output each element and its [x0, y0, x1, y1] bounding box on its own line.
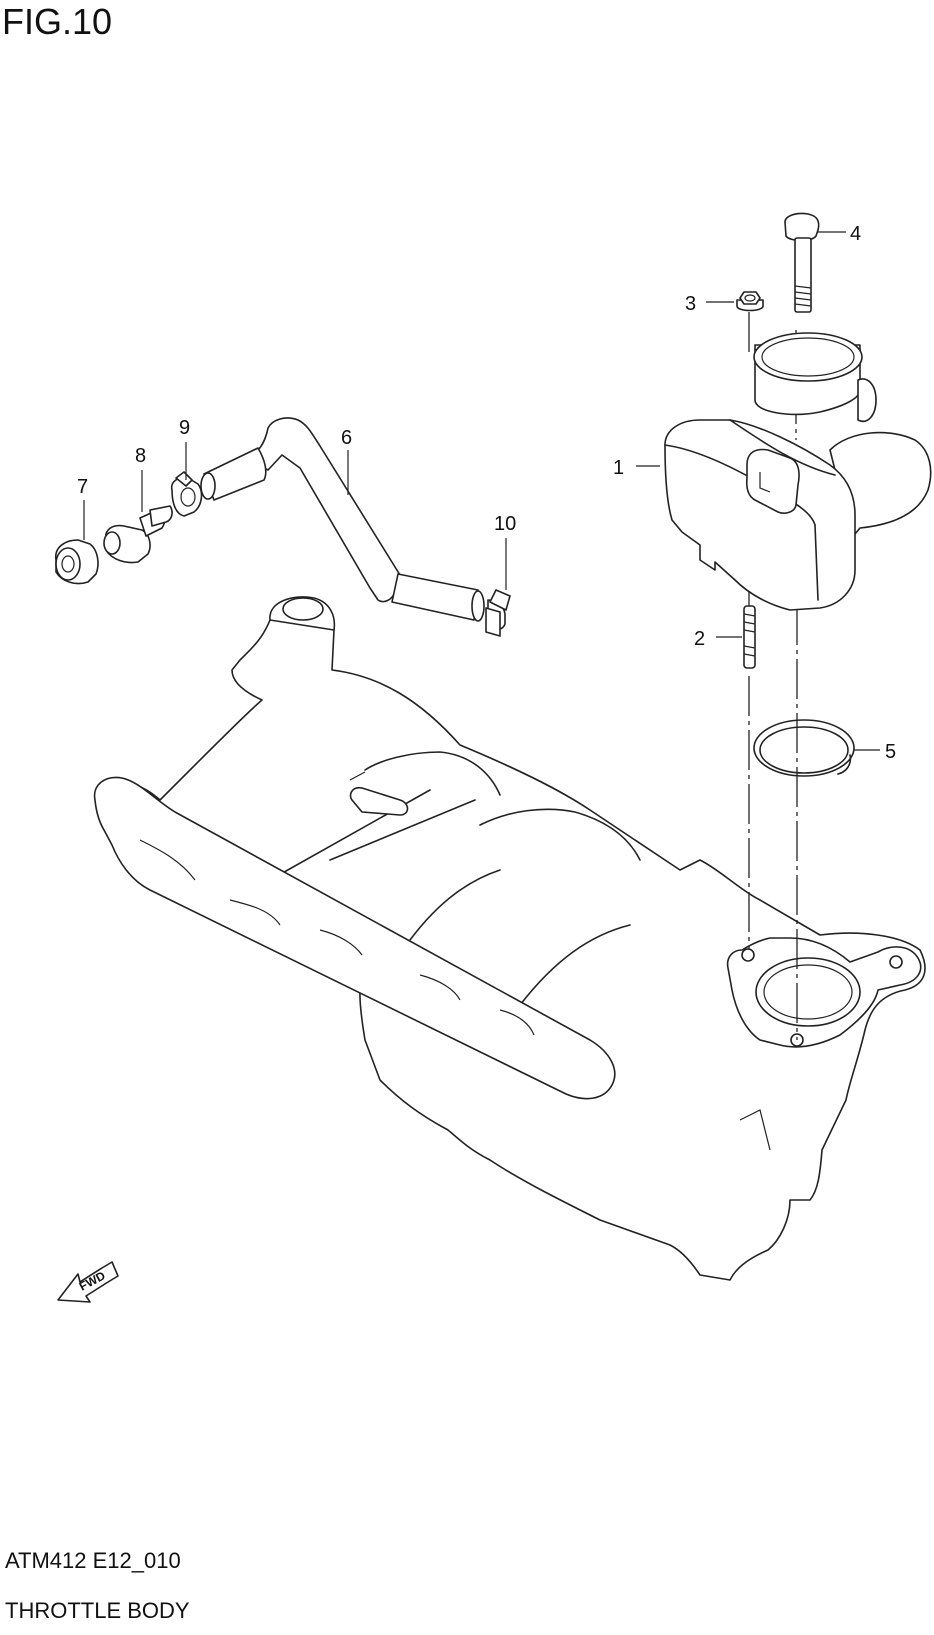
- callout-number: 5: [885, 741, 896, 763]
- callout-number: 2: [694, 628, 705, 650]
- callout-number: 1: [613, 457, 624, 479]
- hose-clamp-9: [170, 471, 203, 517]
- callout-10: 10: [494, 513, 516, 590]
- hose-clamp-10: [485, 589, 511, 637]
- bolt: [784, 212, 820, 313]
- intake-manifold: [93, 596, 926, 1281]
- callout-number: 4: [850, 223, 861, 245]
- nut: [736, 291, 764, 312]
- callout-6: 6: [341, 427, 352, 495]
- callout-9: 9: [179, 417, 190, 480]
- cap: [54, 539, 99, 585]
- fitting: [103, 505, 173, 564]
- callout-number: 9: [179, 417, 190, 439]
- callout-4: 4: [818, 223, 861, 245]
- callout-number: 8: [135, 445, 146, 467]
- callout-7: 7: [77, 476, 88, 540]
- hose: [200, 417, 485, 622]
- gasket: [753, 719, 855, 777]
- figure-name: THROTTLE BODY: [5, 1598, 190, 1623]
- callout-5: 5: [854, 741, 896, 763]
- forward-arrow-icon: FWD: [57, 1261, 119, 1303]
- callout-number: 3: [685, 293, 696, 315]
- figure-code: ATM412 E12_010: [5, 1548, 181, 1573]
- stud: [743, 605, 756, 669]
- callout-number: 6: [341, 427, 352, 449]
- callout-number: 10: [494, 513, 516, 535]
- figure-title: FIG.10: [2, 1, 113, 42]
- callout-8: 8: [135, 445, 146, 512]
- callout-1: 1: [613, 457, 660, 479]
- throttle-body: [664, 332, 932, 611]
- callout-3: 3: [685, 293, 734, 315]
- callout-2: 2: [694, 628, 742, 650]
- callout-number: 7: [77, 476, 88, 498]
